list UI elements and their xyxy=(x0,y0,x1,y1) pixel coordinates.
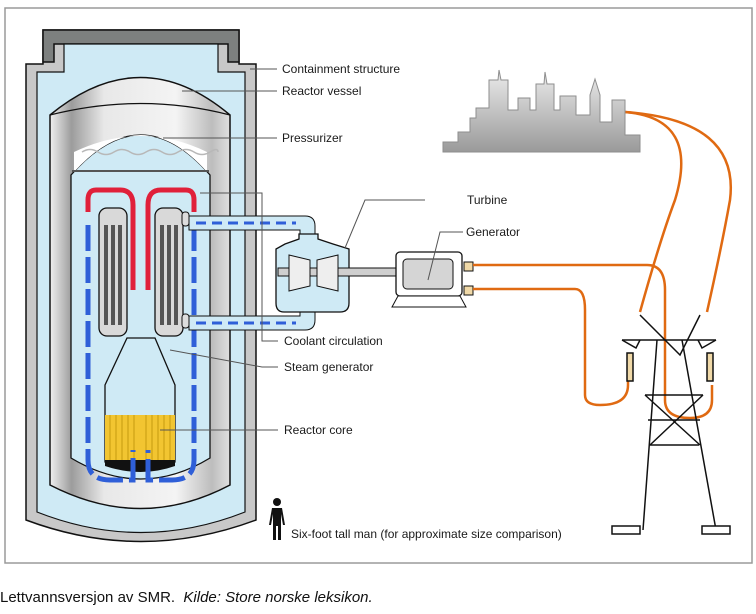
label-generator: Generator xyxy=(466,225,520,239)
person-icon xyxy=(269,498,285,540)
label-reactor-vessel: Reactor vessel xyxy=(282,84,361,98)
turbine xyxy=(275,233,397,313)
city-skyline-icon xyxy=(442,69,641,153)
label-pressurizer: Pressurizer xyxy=(282,131,343,145)
caption-text: Lettvannsversjon av SMR. xyxy=(0,589,176,606)
leader-lines xyxy=(160,68,463,431)
label-size-comparison: Six-foot tall man (for approximate size … xyxy=(291,527,562,541)
power-pylon-icon xyxy=(611,314,731,535)
label-steam-generator: Steam generator xyxy=(284,360,373,374)
power-lines xyxy=(473,110,733,420)
figure-caption: Lettvannsversjon av SMR. Kilde: Store no… xyxy=(0,589,373,606)
label-coolant-circulation: Coolant circulation xyxy=(284,334,383,348)
steam-pipes xyxy=(188,215,316,331)
label-turbine: Turbine xyxy=(467,193,508,207)
caption-source: Kilde: Store norske leksikon. xyxy=(183,589,373,606)
steam-generator xyxy=(98,207,190,337)
label-containment-structure: Containment structure xyxy=(282,62,400,76)
reactor-core xyxy=(104,337,176,472)
label-reactor-core: Reactor core xyxy=(284,423,353,437)
coolant-flow xyxy=(85,187,197,483)
